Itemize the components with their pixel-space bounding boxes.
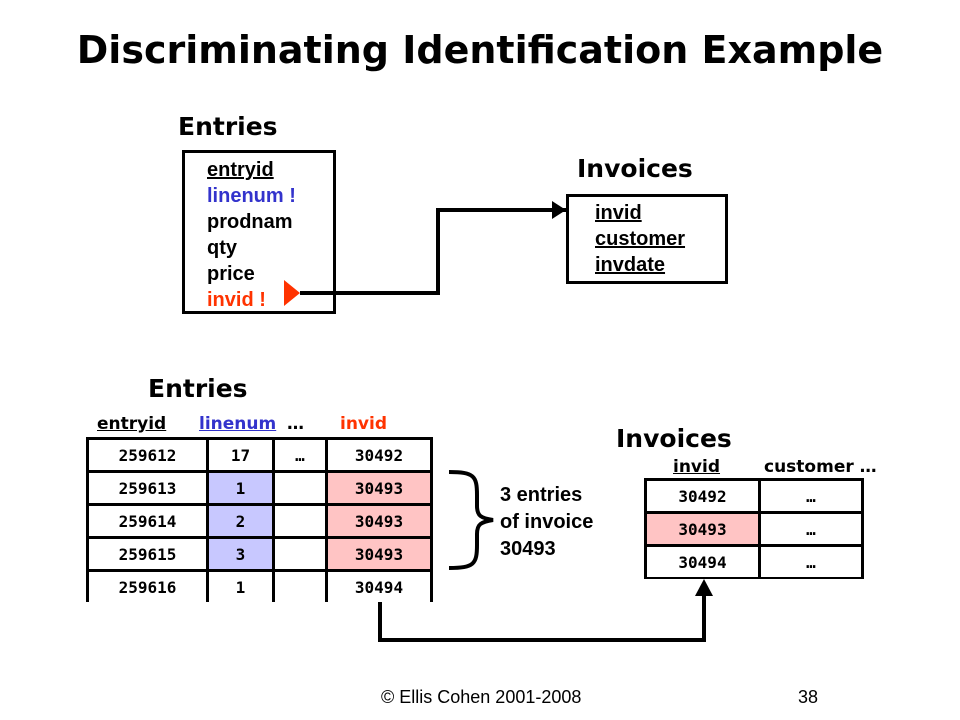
attr-qty: qty	[207, 237, 237, 259]
entries-row-dots-cell	[275, 473, 325, 503]
invoices-row-invid-cell: 30494	[647, 547, 758, 577]
invoices-row-invid-cell: 30493	[647, 514, 758, 544]
entries-col-dots-header: …	[287, 414, 304, 434]
entries-row-entryid-cell: 259613	[89, 473, 206, 503]
curly-brace	[448, 470, 494, 570]
entries-row-linenum-cell: 3	[209, 539, 272, 569]
invoices-row-invid-cell: 30492	[647, 481, 758, 511]
entries-row-dots-cell	[275, 572, 325, 602]
invoices-attribute-list: invid customer invdate	[595, 200, 685, 278]
entries-box-title: Entries	[178, 112, 278, 141]
attr-invdate: invdate	[595, 254, 666, 276]
entries-col-invid-header: invid	[340, 414, 388, 434]
entries-row-invid-cell: 30492	[328, 440, 430, 470]
brace-note-line-1: 3 entries	[500, 484, 583, 506]
fk-arrowhead-left-triangle	[284, 280, 300, 306]
entries-row-dots-cell	[275, 506, 325, 536]
entries-row-entryid-cell: 259612	[89, 440, 206, 470]
invoices-table-arrowhead	[695, 579, 713, 596]
attr-prodnam: prodnam	[207, 211, 293, 233]
entries-row-entryid-cell: 259616	[89, 572, 206, 602]
entries-row-entryid-cell: 259614	[89, 506, 206, 536]
brace-note-line-3: 30493	[500, 538, 556, 560]
invoices-table-title: Invoices	[616, 424, 732, 453]
page-title: Discriminating Identification Example	[76, 28, 884, 72]
invoices-col-customer-header: customer …	[764, 457, 877, 477]
attr-entryid: entryid	[207, 159, 274, 181]
brace-note: 3 entries of invoice 30493	[500, 482, 593, 563]
entries-row-linenum-cell: 2	[209, 506, 272, 536]
attr-customer: customer	[595, 228, 686, 250]
entries-row-linenum-cell: 1	[209, 473, 272, 503]
footer-copyright: © Ellis Cohen 2001-2008	[381, 687, 582, 707]
entries-col-entryid-header: entryid	[97, 414, 167, 434]
invoices-box-title: Invoices	[577, 154, 693, 183]
invoices-col-invid-header: invid	[673, 457, 721, 477]
invoices-row-customer-cell: …	[761, 514, 861, 544]
attr-invid: invid	[595, 202, 642, 224]
entries-row-invid-cell: 30493	[328, 506, 430, 536]
invoices-entity-box: invid customer invdate	[566, 194, 728, 284]
fk-connector-top	[300, 208, 566, 295]
invoices-arrowhead	[552, 201, 566, 219]
entries-table-title: Entries	[148, 374, 248, 403]
invoices-row-customer-cell: …	[761, 481, 861, 511]
entries-row-linenum-cell: 17	[209, 440, 272, 470]
attr-linenum: linenum !	[207, 185, 296, 207]
invoices-row-customer-cell: …	[761, 547, 861, 577]
entries-row-dots-cell: …	[275, 440, 325, 470]
footer-page-number: 38	[798, 687, 819, 707]
entries-entity-box: entryid linenum ! prodnam qty price invid !	[182, 150, 336, 314]
attr-invid: invid !	[207, 289, 266, 311]
entries-row-invid-cell: 30493	[328, 539, 430, 569]
fk-connector-bottom	[378, 594, 706, 642]
entries-attribute-list: entryid linenum ! prodnam qty price invid !	[207, 157, 296, 313]
brace-note-line-2: of invoice	[500, 511, 594, 533]
entries-row-dots-cell	[275, 539, 325, 569]
entries-row-invid-cell: 30493	[328, 473, 430, 503]
entries-row-invid-cell: 30494	[328, 572, 430, 602]
invoices-table: 30492…30493…30494…	[644, 478, 864, 579]
entries-row-entryid-cell: 259615	[89, 539, 206, 569]
entries-col-linenum-header: linenum	[199, 414, 277, 434]
entries-row-linenum-cell: 1	[209, 572, 272, 602]
attr-price: price	[207, 263, 255, 285]
